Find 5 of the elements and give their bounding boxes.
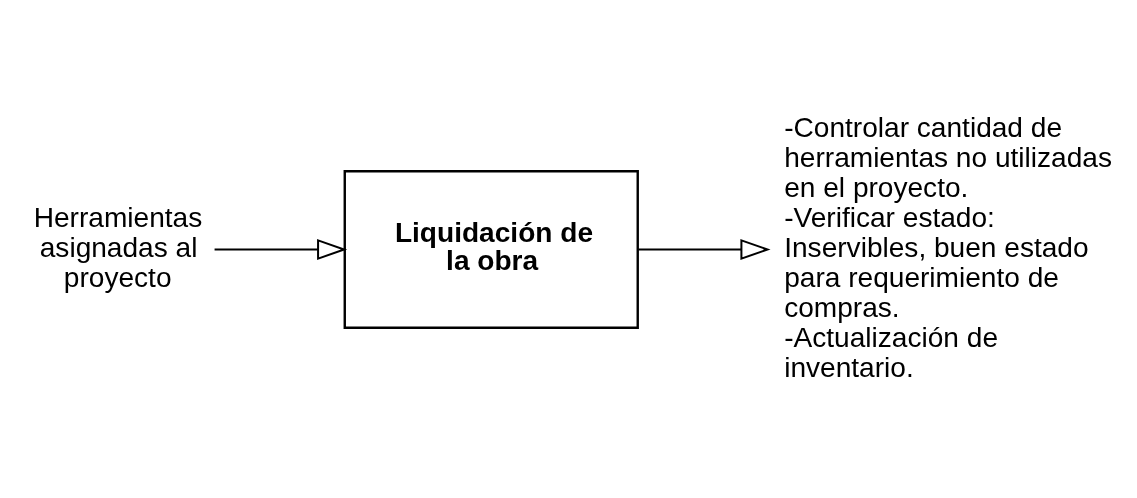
node-text: Herramientas asignadas al proyecto [33, 201, 203, 293]
node-text: -Controlar cantidad de herramientas no utilizadas en el proyecto. -Verificar estado: Inservibles, buen estado para requerimiento de compras. -Actualización de inventario. [784, 111, 1112, 383]
node-box: Liquidación de la obra [343, 169, 639, 329]
arrow [214, 238, 348, 260]
arrow [638, 238, 771, 260]
